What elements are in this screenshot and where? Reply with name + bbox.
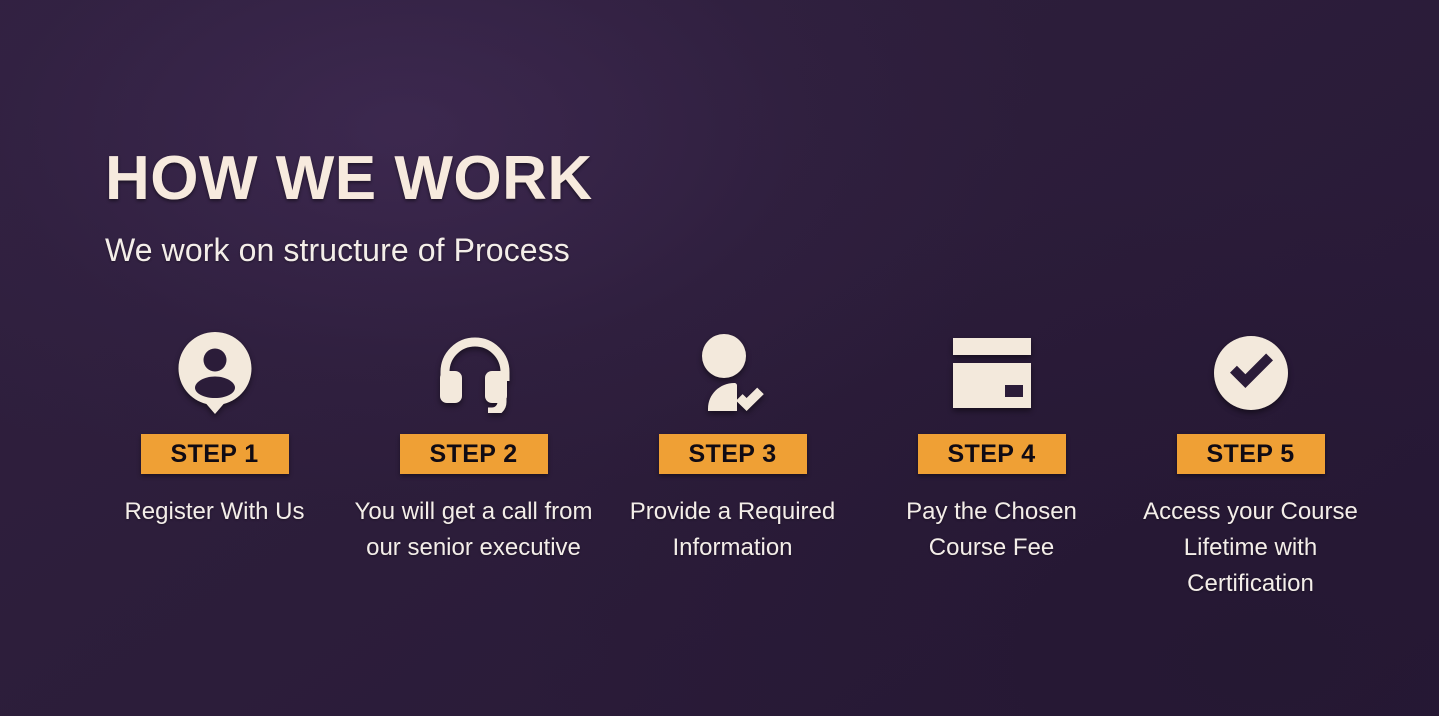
step-badge-2[interactable]: STEP 2 xyxy=(399,434,548,474)
step-caption-5: Access your Course Lifetime with Certifi… xyxy=(1143,498,1358,597)
step-badge-3[interactable]: STEP 3 xyxy=(658,434,807,474)
step-item-2: STEP 2 You will get a call from our seni… xyxy=(355,332,592,566)
step-caption-4: Pay the Chosen Course Fee xyxy=(906,498,1077,561)
step-item-1: STEP 1 Register With Us xyxy=(105,332,324,530)
step-caption-2: You will get a call from our senior exec… xyxy=(354,498,593,561)
headset-icon xyxy=(435,332,513,414)
step-badge-1[interactable]: STEP 1 xyxy=(140,434,289,474)
check-circle-icon xyxy=(1213,332,1288,414)
credit-card-icon xyxy=(952,332,1031,414)
page-title: HOW WE WORK xyxy=(105,144,593,213)
step-caption-1: Register With Us xyxy=(124,498,305,525)
steps-list: STEP 1 Register With Us STEP 2 You will … xyxy=(105,332,1360,602)
step-badge-4[interactable]: STEP 4 xyxy=(917,434,1066,474)
user-check-icon xyxy=(690,332,776,414)
step-item-4: STEP 4 Pay the Chosen Course Fee xyxy=(882,332,1101,566)
step-badge-5[interactable]: STEP 5 xyxy=(1176,434,1325,474)
page-subtitle: We work on structure of Process xyxy=(105,232,570,268)
step-item-3: STEP 3 Provide a Required Information xyxy=(623,332,842,566)
header: HOW WE WORK We work on structure of Proc… xyxy=(105,148,593,269)
step-caption-3: Provide a Required Information xyxy=(629,498,836,561)
user-pin-icon xyxy=(177,332,253,414)
step-item-5: STEP 5 Access your Course Lifetime with … xyxy=(1141,332,1360,602)
